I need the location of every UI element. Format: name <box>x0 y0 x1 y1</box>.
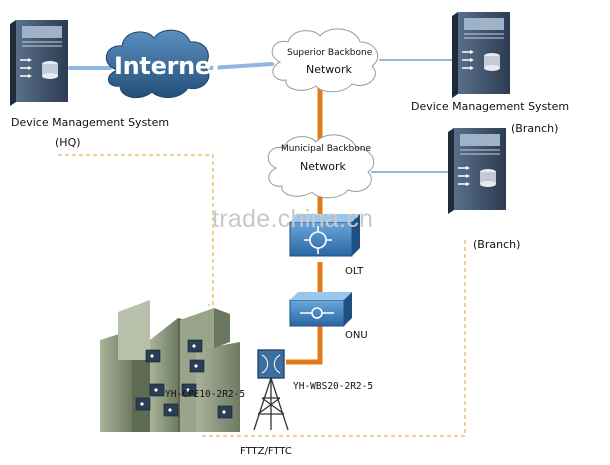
branch-server-rack-icon <box>448 128 506 214</box>
municipal-backbone-cloud-icon <box>267 134 375 199</box>
dashed-links <box>58 154 466 437</box>
fttz-label: FTTZ/FTTC <box>240 446 292 457</box>
olt-label: OLT <box>345 266 364 277</box>
cpe-label: YH-CPE10-2R2-5 <box>165 389 246 400</box>
internet-cloud-icon <box>106 29 210 99</box>
blue-links <box>68 59 453 173</box>
server-rack-icon <box>10 20 68 106</box>
dms-branch-label: Device Management System <box>411 100 570 113</box>
wbs-label: YH-WBS20-2R2-5 <box>293 381 374 392</box>
olt-device-icon <box>289 214 360 257</box>
onu-label: ONU <box>345 330 368 341</box>
municipal-backbone-label: Municipal Backbone <box>281 144 372 154</box>
watermark-text: trade.china.cn <box>212 205 374 233</box>
municipal-network-label: Network <box>300 160 346 173</box>
internet-to-superior-link <box>208 62 274 70</box>
city-buildings-icon <box>100 300 240 432</box>
onu-to-tower-link <box>286 326 323 365</box>
branch-label-2: (Branch) <box>473 238 521 251</box>
superior-backbone-label: Superior Backbone <box>287 48 373 58</box>
superior-backbone-cloud-icon <box>271 28 379 93</box>
internet-label: Internet <box>114 52 223 80</box>
branch-server-rack-icon <box>452 12 510 98</box>
onu-device-icon <box>289 292 352 327</box>
branch-to-fttz-dashed-link <box>200 240 466 437</box>
dms-hq-label: Device Management System <box>11 116 170 129</box>
superior-network-label: Network <box>306 63 352 76</box>
radio-tower-icon <box>253 349 289 431</box>
hq-label: (HQ) <box>55 136 81 149</box>
branch-label-1: (Branch) <box>511 122 559 135</box>
hq-to-tower-dashed-link <box>58 154 214 306</box>
